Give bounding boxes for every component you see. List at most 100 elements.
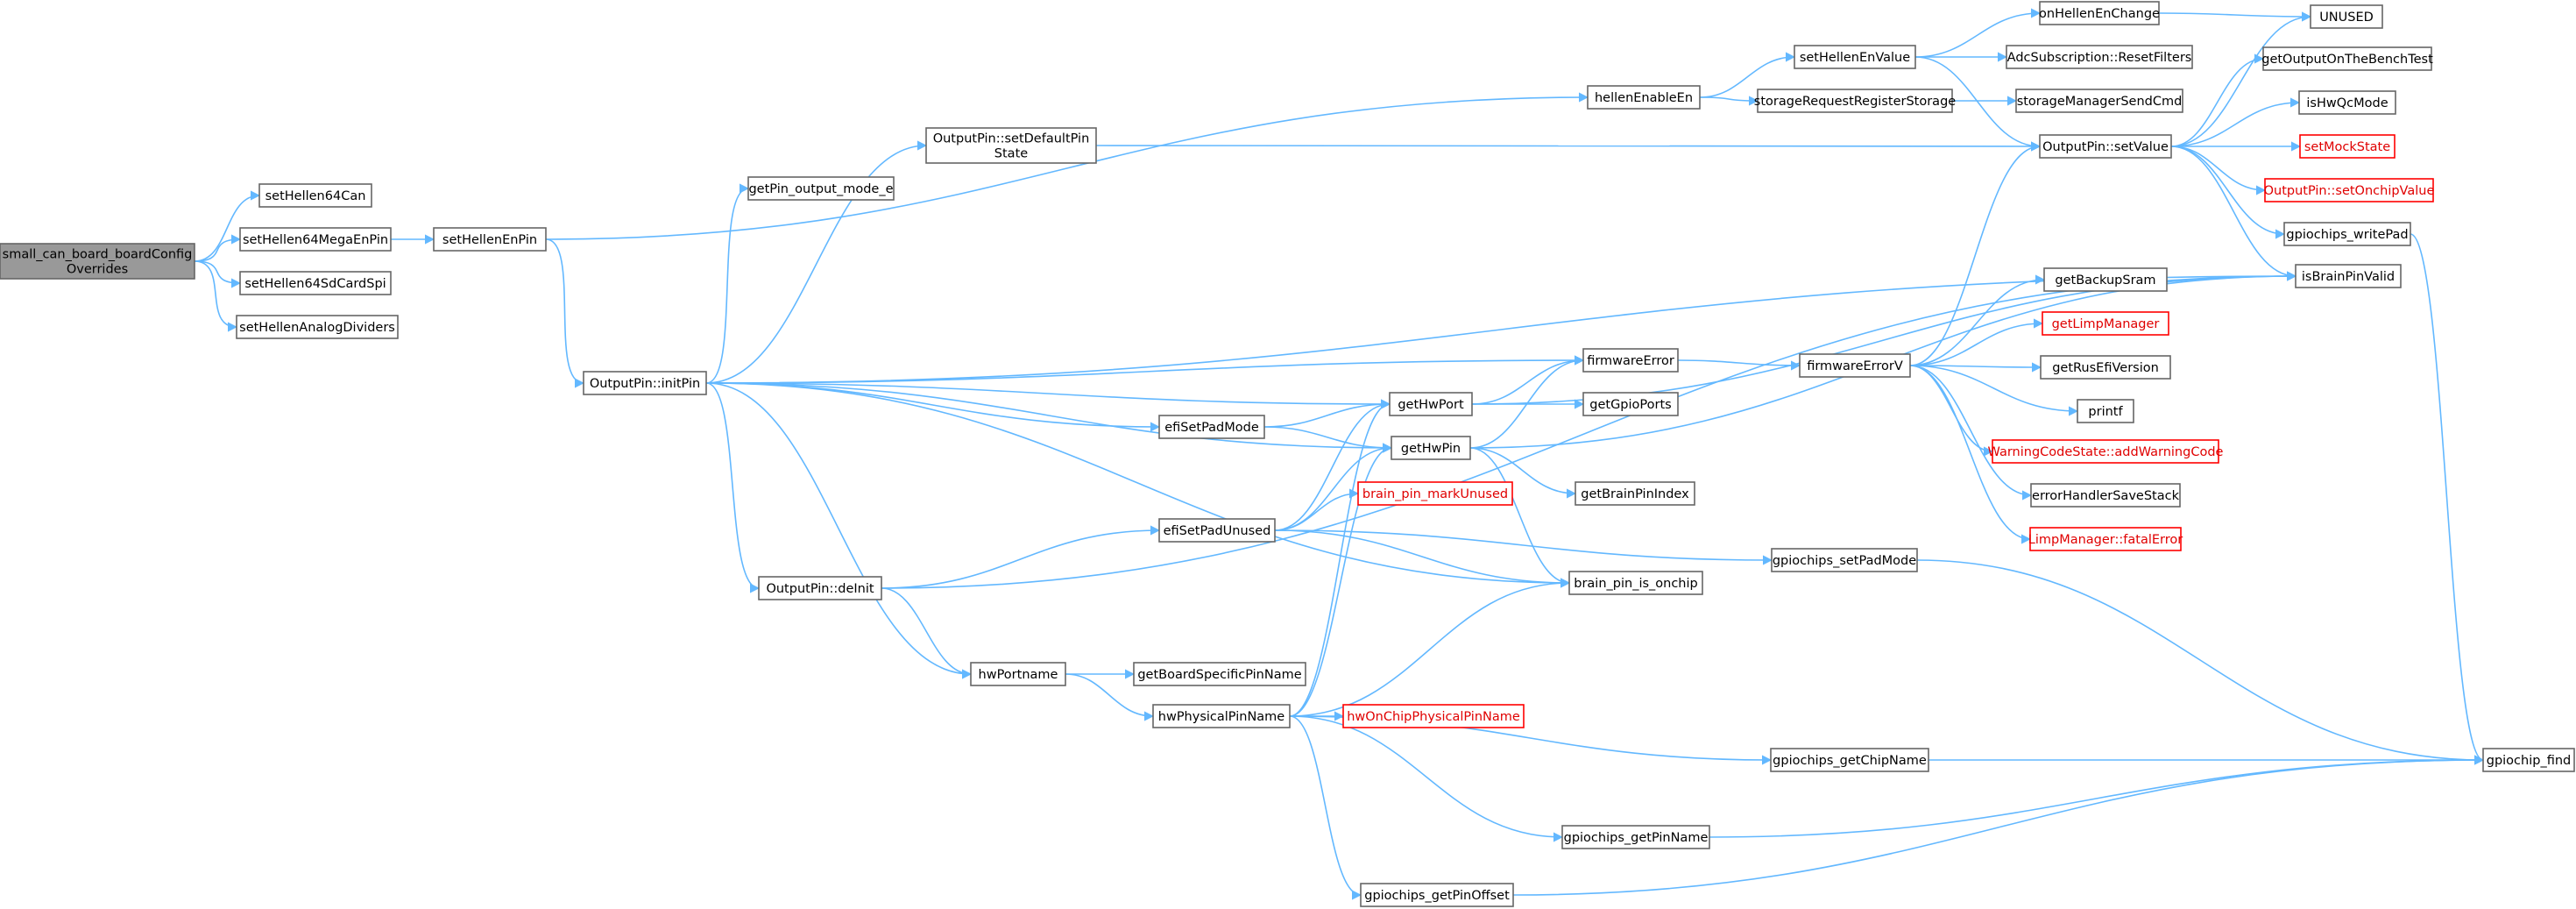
node-label: OutputPin::setDefaultPin — [933, 132, 1090, 146]
edge-setHellenEnPin-to-initPin — [545, 238, 585, 388]
node-label: State — [994, 147, 1028, 161]
node-hwPortname[interactable]: hwPortname — [970, 662, 1066, 686]
node-label: gpiochips_getChipName — [1773, 754, 1927, 768]
edge-deInit-to-isBrainPinValid — [881, 271, 2297, 589]
edge-root-to-setHellen64Can — [194, 190, 261, 262]
edge-getHwPin-to-getBrainPinIndex — [1469, 447, 1577, 499]
node-label: hwPortname — [979, 668, 1058, 682]
node-setHellenAnalogDividers[interactable]: setHellenAnalogDividers — [236, 315, 399, 339]
node-label: UNUSED — [2319, 11, 2374, 25]
node-ResetFilters[interactable]: AdcSubscription::ResetFilters — [2006, 45, 2193, 69]
node-getBackupSram[interactable]: getBackupSram — [2043, 267, 2168, 292]
edge-firmwareErrorV-to-getRusEfiVersion — [1909, 362, 2042, 373]
node-gpiochips_getPinOffset[interactable]: gpiochips_getPinOffset — [1360, 883, 1514, 907]
node-label: setHellen64Can — [265, 189, 366, 203]
node-brain_pin_markUnused[interactable]: brain_pin_markUnused — [1357, 481, 1513, 506]
node-onHellenEnChange[interactable]: onHellenEnChange — [2039, 1, 2160, 25]
node-label: OutputPin::deInit — [766, 582, 874, 596]
edge-getHwPort-to-isBrainPinValid — [1471, 271, 2297, 405]
edge-hwPhysicalPinName-to-getHwPort — [1289, 399, 1391, 717]
edge-initPin-to-getHwPin — [705, 382, 1393, 453]
node-getBrainPinIndex[interactable]: getBrainPinIndex — [1575, 481, 1695, 506]
node-setHellenEnPin[interactable]: setHellenEnPin — [433, 227, 547, 252]
node-printf[interactable]: printf — [2077, 399, 2134, 423]
edge-initPin-to-isBrainPinValid — [705, 271, 2297, 384]
node-gpiochips_setPadMode[interactable]: gpiochips_setPadMode — [1771, 548, 1918, 572]
node-isBrainPinValid[interactable]: isBrainPinValid — [2295, 264, 2402, 288]
node-box — [239, 227, 392, 252]
node-box — [1357, 481, 1513, 506]
edge-root-to-setHellenAnalogDividers — [194, 260, 238, 332]
node-label: getBrainPinIndex — [1581, 487, 1689, 501]
node-label: small_can_board_boardConfig — [3, 248, 193, 262]
node-gpiochips_writePad[interactable]: gpiochips_writePad — [2283, 222, 2411, 246]
node-box — [1389, 392, 1473, 416]
node-label: setHellenEnPin — [442, 233, 537, 247]
node-brain_pin_is_onchip[interactable]: brain_pin_is_onchip — [1568, 571, 1703, 595]
node-box — [1582, 392, 1679, 416]
node-label: efiSetPadMode — [1164, 421, 1259, 435]
node-efiSetPadMode[interactable]: efiSetPadMode — [1158, 415, 1265, 439]
node-gpiochips_getChipName[interactable]: gpiochips_getChipName — [1770, 748, 1929, 772]
edge-firmwareError-to-firmwareErrorV — [1677, 359, 1801, 371]
node-getGpioPorts[interactable]: getGpioPorts — [1582, 392, 1679, 416]
node-label: setMockState — [2304, 140, 2390, 154]
edge-firmwareErrorV-to-errorHandlerSaveStack — [1909, 365, 2033, 501]
edge-gpiochips_getPinOffset-to-gpiochip_find — [1512, 755, 2485, 896]
edge-initPin-to-deInit — [705, 382, 761, 593]
node-storageManagerSendCmd[interactable]: storageManagerSendCmd — [2015, 89, 2183, 113]
node-box — [1152, 704, 1291, 728]
node-addWarningCode[interactable]: WarningCodeState::addWarningCode — [1988, 439, 2224, 464]
node-getBoardSpecificPinName[interactable]: getBoardSpecificPinName — [1133, 662, 1306, 686]
node-deInit[interactable]: OutputPin::deInit — [758, 576, 882, 600]
node-gpiochip_find[interactable]: gpiochip_find — [2482, 748, 2575, 772]
node-isHwQcMode[interactable]: isHwQcMode — [2298, 90, 2396, 115]
node-setHellen64SdCardSpi[interactable]: setHellen64SdCardSpi — [239, 271, 392, 295]
edge-setHellenEnValue-to-onHellenEnChange — [1914, 8, 2042, 58]
node-getPin_output_mode_e[interactable]: getPin_output_mode_e — [747, 176, 895, 201]
node-gpiochips_getPinName[interactable]: gpiochips_getPinName — [1561, 825, 1710, 849]
node-getLimpManager[interactable]: getLimpManager — [2042, 311, 2169, 336]
node-box — [2482, 748, 2575, 772]
edge-firmwareErrorV-to-setValue — [1909, 141, 2042, 366]
edge-getHwPort-to-firmwareError — [1471, 355, 1585, 405]
node-efiSetPadUnused[interactable]: efiSetPadUnused — [1158, 518, 1276, 543]
node-getHwPin[interactable]: getHwPin — [1391, 436, 1471, 460]
node-getOutputOnTheBenchTest[interactable]: getOutputOnTheBenchTest — [2261, 46, 2433, 71]
node-fatalError[interactable]: LimpManager::fatalError — [2028, 527, 2183, 551]
node-setValue[interactable]: OutputPin::setValue — [2039, 134, 2172, 159]
node-setOnchipValue[interactable]: OutputPin::setOnchipValue — [2264, 178, 2435, 202]
node-label: setHellenEnValue — [1800, 51, 1910, 65]
node-hwOnChipPhysicalPinName[interactable]: hwOnChipPhysicalPinName — [1342, 704, 1525, 728]
node-setHellenEnValue[interactable]: setHellenEnValue — [1794, 45, 1916, 69]
node-box — [925, 127, 1097, 164]
node-firmwareErrorV[interactable]: firmwareErrorV — [1799, 353, 1911, 378]
node-errorHandlerSaveStack[interactable]: errorHandlerSaveStack — [2030, 483, 2181, 508]
edge-getHwPin-to-brain_pin_is_onchip — [1469, 447, 1571, 588]
node-setHellen64Can[interactable]: setHellen64Can — [258, 183, 372, 208]
edge-hellenEnableEn-to-setHellenEnValue — [1699, 52, 1796, 98]
edge-efiSetPadUnused-to-brain_pin_markUnused — [1274, 488, 1360, 531]
node-box — [1794, 45, 1916, 69]
node-storageRequestRegisterStorage[interactable]: storageRequestRegisterStorage — [1754, 89, 1956, 113]
node-firmwareError[interactable]: firmwareError — [1582, 348, 1679, 373]
node-hellenEnableEn[interactable]: hellenEnableEn — [1587, 85, 1701, 110]
node-box — [1575, 481, 1695, 506]
node-label: hwPhysicalPinName — [1158, 710, 1285, 724]
node-setHellen64MegaEnPin[interactable]: setHellen64MegaEnPin — [239, 227, 392, 252]
edge-efiSetPadUnused-to-brain_pin_is_onchip — [1274, 529, 1571, 588]
node-label: gpiochips_setPadMode — [1773, 554, 1916, 568]
node-UNUSED[interactable]: UNUSED — [2310, 4, 2383, 29]
node-label: firmwareErrorV — [1807, 359, 1903, 373]
node-setMockState[interactable]: setMockState — [2299, 134, 2396, 159]
node-box — [2042, 311, 2169, 336]
edge-hwPortname-to-hwPhysicalPinName — [1065, 673, 1155, 721]
node-initPin[interactable]: OutputPin::initPin — [583, 371, 707, 395]
node-getRusEfiVersion[interactable]: getRusEfiVersion — [2040, 355, 2171, 380]
node-hwPhysicalPinName[interactable]: hwPhysicalPinName — [1152, 704, 1291, 728]
node-getHwPort[interactable]: getHwPort — [1389, 392, 1473, 416]
node-box — [1158, 415, 1265, 439]
edge-firmwareErrorV-to-addWarningCode — [1909, 365, 1994, 457]
